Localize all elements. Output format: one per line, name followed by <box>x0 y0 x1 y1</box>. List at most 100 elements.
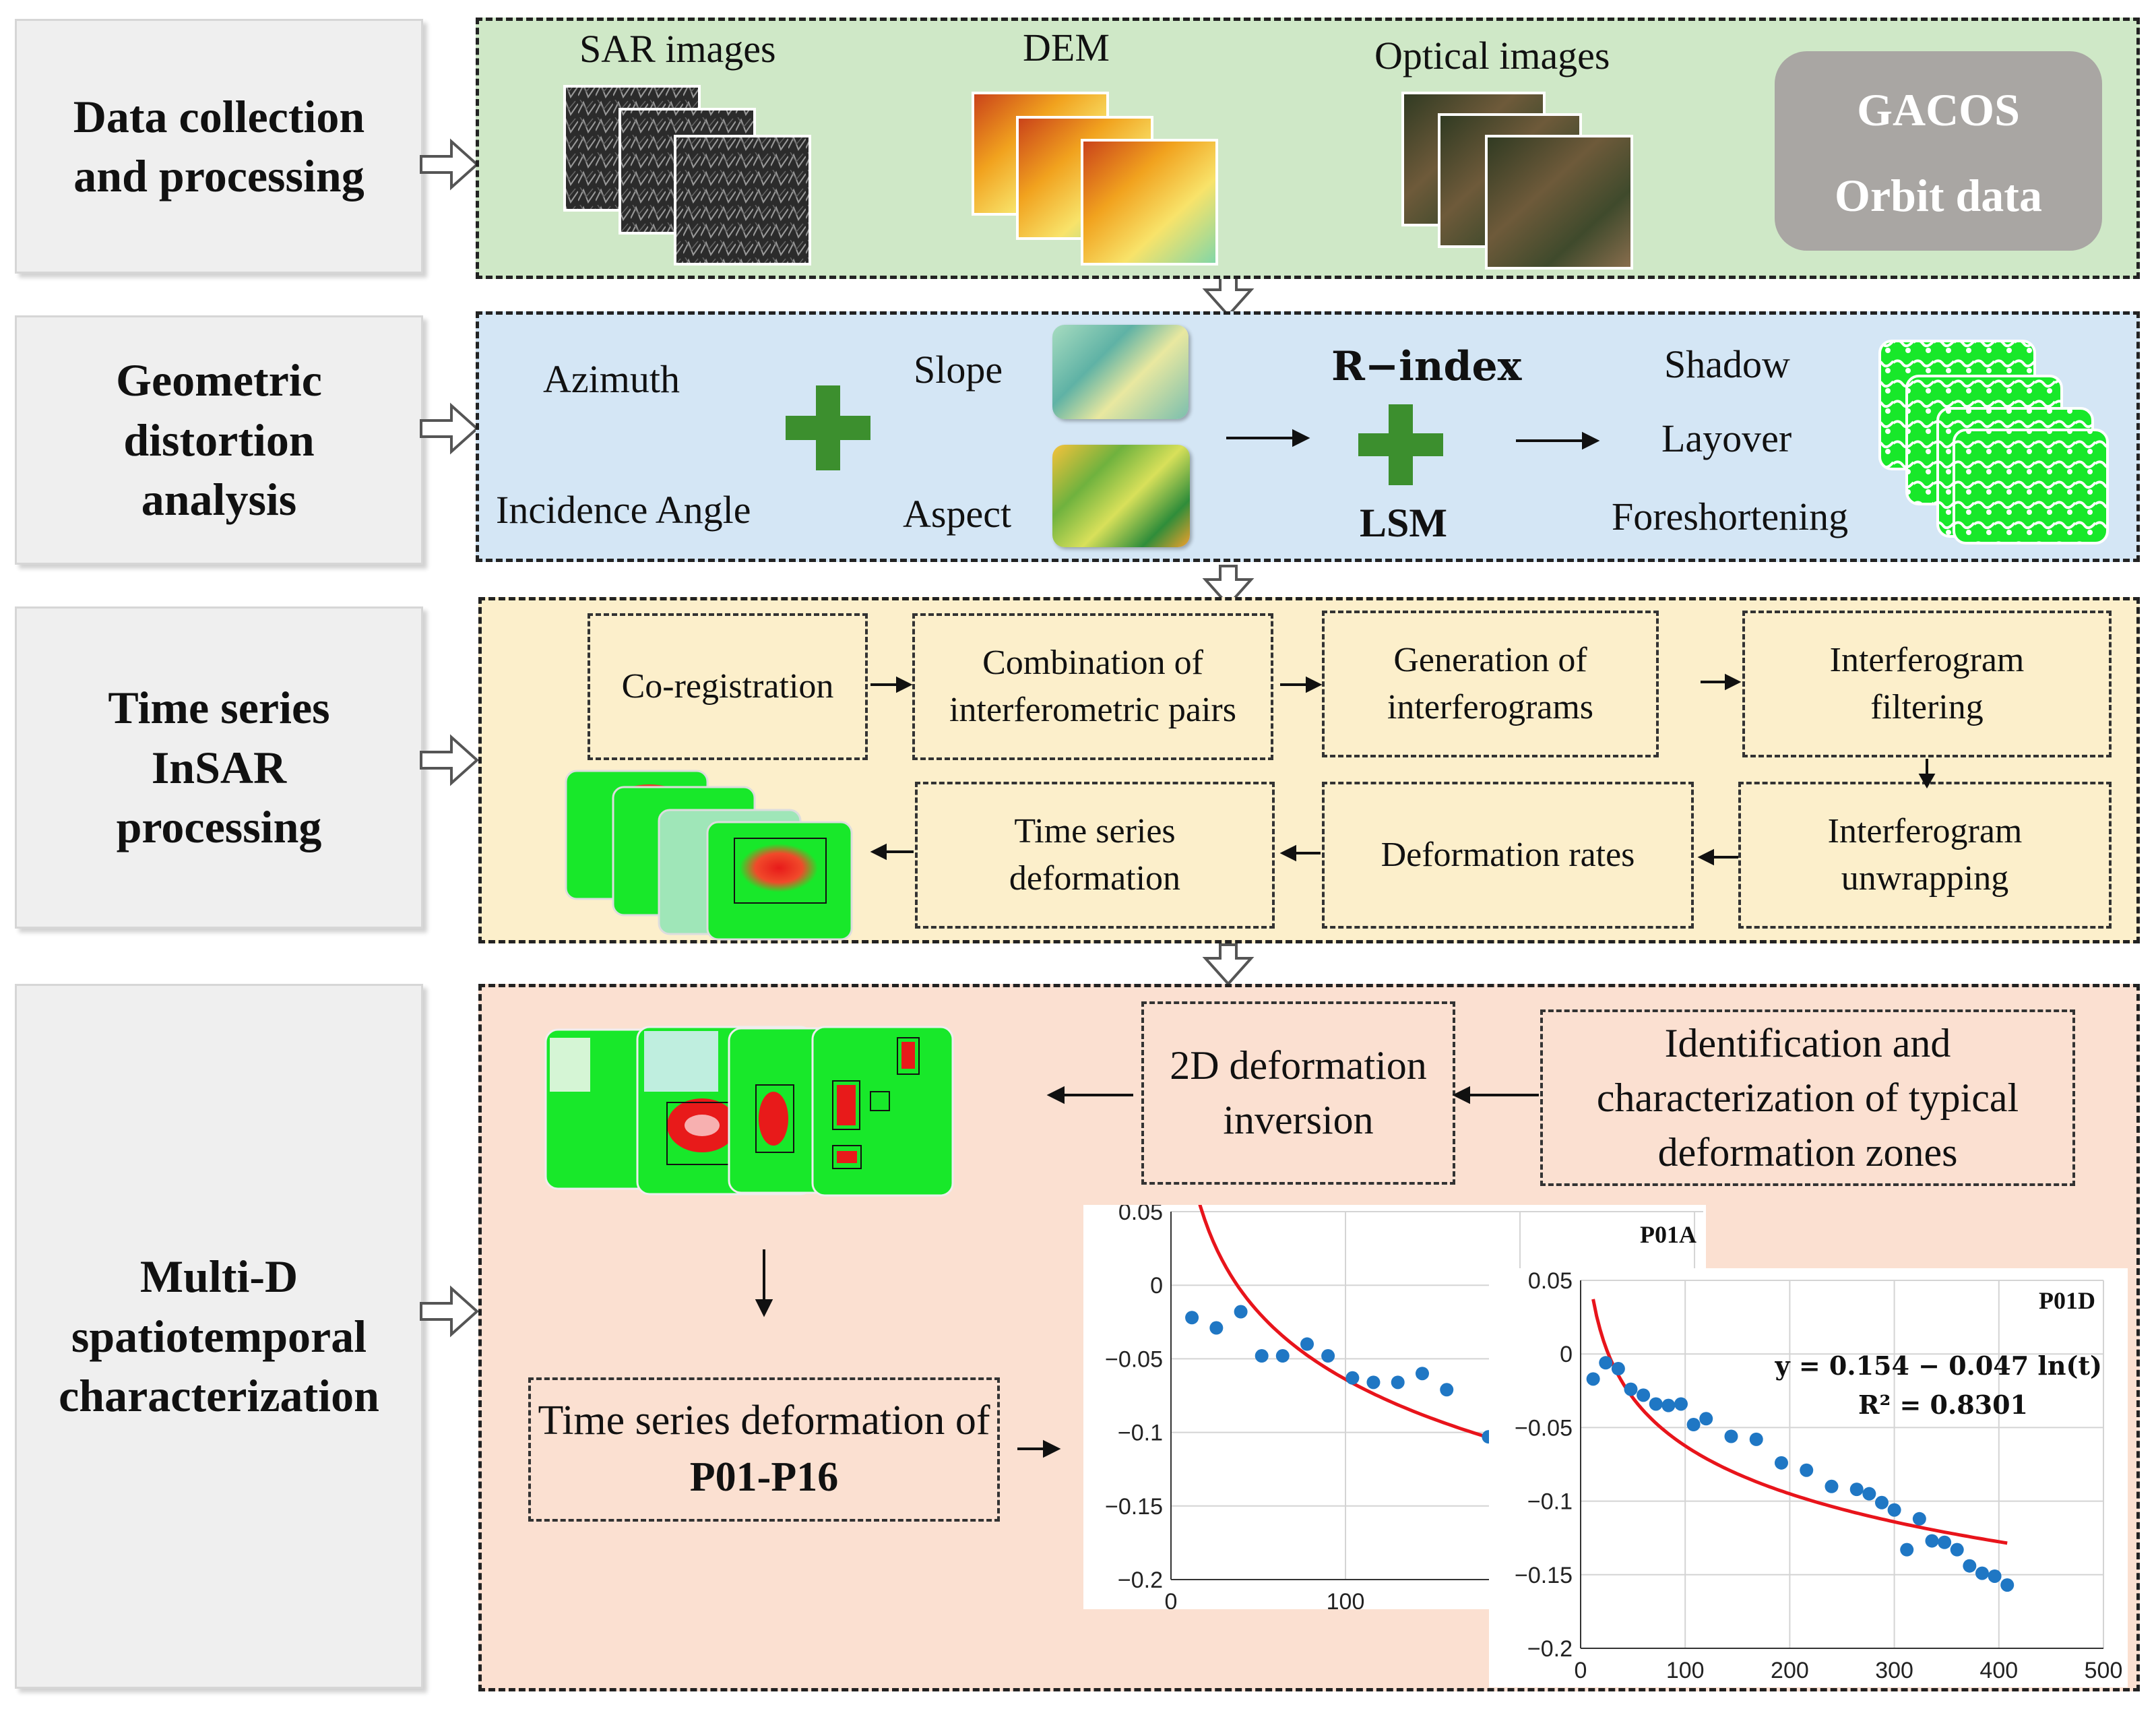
data-point <box>1925 1534 1939 1548</box>
stage-label: Time series InSAR processing <box>108 682 330 853</box>
y-tick-label: 0.05 <box>1118 1205 1163 1225</box>
chart-title: P01A <box>1640 1221 1697 1248</box>
hollow-arrow-icon <box>420 734 479 786</box>
data-point <box>1774 1456 1788 1470</box>
unwrapping-label: Interferogram unwrapping <box>1827 811 2023 898</box>
data-point <box>1185 1311 1199 1325</box>
y-tick-label: −0.05 <box>1105 1346 1163 1372</box>
data-point <box>1345 1371 1360 1385</box>
filtering-box: Interferogram filtering <box>1742 611 2112 757</box>
coregistration-box: Co-registration <box>588 613 868 760</box>
x-tick-label: 100 <box>1327 1589 1365 1609</box>
data-point <box>1912 1512 1926 1526</box>
y-tick-label: −0.15 <box>1515 1563 1573 1588</box>
data-point <box>1611 1362 1625 1376</box>
x-tick-label: 400 <box>1979 1658 2018 1683</box>
data-point <box>1825 1479 1839 1493</box>
aspect-map-thumbnail <box>1052 445 1190 547</box>
ts-deformation-label: Time series deformation <box>1009 811 1181 898</box>
y-tick-label: 0 <box>1560 1342 1573 1367</box>
data-point <box>1975 1566 1989 1580</box>
optical-image-stack <box>1401 92 1633 270</box>
inversion-box: 2D deformation inversion <box>1141 1001 1455 1185</box>
data-point <box>1300 1337 1314 1351</box>
data-point <box>1674 1397 1688 1411</box>
data-point <box>1800 1463 1814 1477</box>
incidence-angle-label: Incidence Angle <box>496 488 751 532</box>
generation-box: Generation of interferograms <box>1322 611 1659 757</box>
ts-map-stack <box>565 770 853 941</box>
data-point <box>1637 1388 1651 1402</box>
data-point <box>1887 1503 1901 1517</box>
deformation-rates-label: Deformation rates <box>1381 835 1635 874</box>
data-point <box>1749 1432 1763 1446</box>
ts-points-prefix: Time series deformation of <box>538 1398 990 1444</box>
identification-label: Identification and characterization of t… <box>1596 1020 2019 1175</box>
stage-data-collection: Data collection and processing <box>15 19 423 274</box>
gacos-orbit-box: GACOS Orbit data <box>1775 51 2102 251</box>
data-point <box>1586 1372 1600 1386</box>
y-tick-label: −0.1 <box>1527 1489 1573 1515</box>
ts-points-range: P01-P16 <box>689 1454 839 1500</box>
data-point <box>1209 1321 1224 1335</box>
coregistration-label: Co-registration <box>621 666 834 706</box>
hollow-arrow-icon <box>420 402 479 455</box>
dem-image-stack <box>972 92 1218 266</box>
ts-deformation-box: Time series deformation <box>915 782 1275 929</box>
ts-points-line: P01-P16 <box>690 1450 838 1506</box>
stage-multi-d: Multi-D spatiotemporal characterization <box>15 984 423 1689</box>
y-tick-label: 0 <box>1150 1273 1163 1299</box>
data-point <box>1950 1543 1964 1557</box>
azimuth-label: Azimuth <box>543 357 680 401</box>
inversion-label: 2D deformation inversion <box>1170 1043 1427 1142</box>
data-point <box>1849 1483 1864 1497</box>
fit-curve <box>1591 1299 2008 1545</box>
x-tick-label: 200 <box>1771 1658 1809 1683</box>
y-tick-label: −0.2 <box>1118 1567 1163 1593</box>
foreshortening-label: Foreshortening <box>1612 495 1849 538</box>
hollow-down-arrow-icon <box>1202 943 1255 986</box>
aspect-label: Aspect <box>903 492 1012 536</box>
data-point <box>1275 1349 1290 1363</box>
slope-label: Slope <box>914 348 1003 392</box>
slope-map-thumbnail <box>1052 325 1188 419</box>
plus-icon <box>1358 404 1443 485</box>
data-point <box>1391 1375 1405 1390</box>
data-point <box>1900 1543 1914 1557</box>
x-tick-label: 500 <box>2085 1658 2123 1683</box>
hollow-arrow-icon <box>420 1285 479 1338</box>
dem-label: DEM <box>1023 26 1110 69</box>
data-point <box>1938 1535 1952 1549</box>
r-squared: R² = 0.8301 <box>1858 1390 2028 1420</box>
data-point <box>1699 1412 1713 1426</box>
unwrapping-box: Interferogram unwrapping <box>1738 782 2112 929</box>
filtering-label: Interferogram filtering <box>1829 640 2025 726</box>
geometric-distortion-panel <box>476 311 2140 562</box>
x-tick-label: 0 <box>1165 1589 1178 1609</box>
chart-title: P01D <box>2039 1287 2095 1314</box>
data-point <box>1366 1375 1381 1390</box>
x-tick-label: 0 <box>1575 1658 1587 1683</box>
data-point <box>2000 1578 2015 1592</box>
shadow-label: Shadow <box>1664 342 1790 386</box>
stage-label: Multi-D spatiotemporal characterization <box>59 1251 379 1422</box>
distortion-map-stack <box>1878 340 2109 544</box>
sar-image-stack <box>563 85 811 266</box>
sar-images-label: SAR images <box>579 27 776 71</box>
data-point <box>1415 1367 1429 1381</box>
data-point <box>1963 1559 1977 1573</box>
y-tick-label: −0.1 <box>1118 1421 1163 1446</box>
y-tick-label: −0.15 <box>1105 1494 1163 1520</box>
combination-label: Combination of interferometric pairs <box>949 643 1236 729</box>
geometry-arrows <box>1226 429 1600 450</box>
y-tick-label: 0.05 <box>1528 1268 1573 1294</box>
generation-label: Generation of interferograms <box>1387 640 1594 726</box>
lsm-label: LSM <box>1360 501 1448 545</box>
optical-images-label: Optical images <box>1374 34 1610 77</box>
2d-map-stack <box>544 1026 954 1197</box>
combination-box: Combination of interferometric pairs <box>912 613 1273 760</box>
deformation-rates-box: Deformation rates <box>1322 782 1694 929</box>
orbit-data-label: Orbit data <box>1835 170 2042 221</box>
data-point <box>1661 1398 1676 1412</box>
